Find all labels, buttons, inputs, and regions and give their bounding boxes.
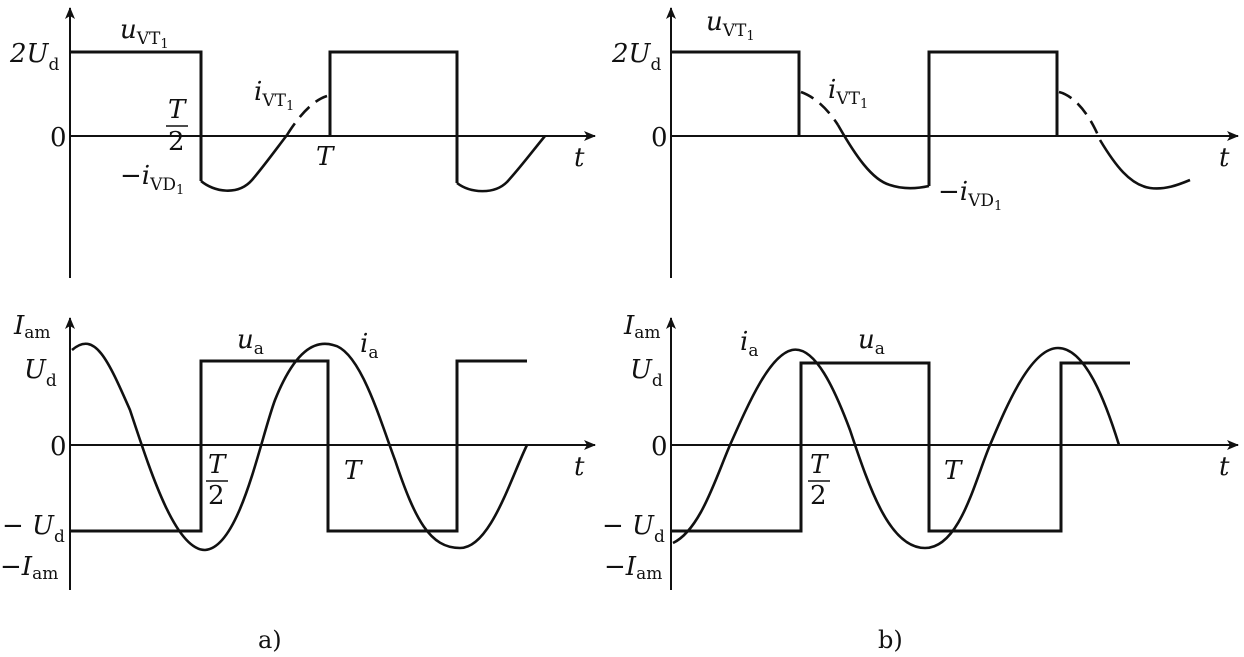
a-top-half-period-num: T [168,95,187,125]
panel-a-bottom: Iam Ud 0 − Ud −Iam t T 2 T ua ia [0,311,596,590]
a-top-period-label: T [316,142,335,172]
a-bottom-voltage-wave [70,359,527,533]
b-bottom-voltage-label: ua [858,325,885,359]
panel-a-caption: a) [258,626,282,654]
a-top-level-high-label: 2Ud [9,39,59,75]
a-bottom-period-label: T [344,456,363,486]
a-bottom-half-period-num: T [208,450,227,480]
b-bottom-current-wave [672,346,1121,550]
b-top-diode-current-1 [836,124,930,190]
panel-b-top: 2Ud 0 t uVT1 iVT1 −iVD1 [611,7,1239,278]
b-top-current-label: iVT1 [828,75,868,112]
a-bottom-peak-neg-label: −Iam [0,552,58,584]
a-bottom-peak-pos-label: Iam [13,311,51,343]
b-bottom-half-period-den: 2 [810,481,827,511]
a-top-diode-label: −iVD1 [120,161,184,198]
b-top-diode-label: −iVD1 [938,177,1002,214]
b-top-thyristor-current-2 [1058,90,1102,141]
b-bottom-half-period-num: T [810,450,829,480]
a-bottom-zero-label: 0 [50,432,67,462]
a-top-thyristor-current [285,94,328,136]
b-bottom-voltage-wave [671,361,1130,533]
a-top-zero-label: 0 [50,123,67,153]
a-bottom-voltage-label: ua [237,325,264,359]
panel-b-bottom: Iam Ud 0 − Ud −Iam t T 2 T ua ia [602,311,1239,590]
a-bottom-level-pos-label: Ud [24,355,57,391]
b-top-diode-current-2 [1098,139,1191,190]
a-top-current-label: iVT1 [254,77,294,114]
b-top-time-label: t [1219,143,1230,173]
a-bottom-current-label: ia [360,329,378,363]
a-top-half-period-den: 2 [168,127,185,157]
b-top-voltage-label: uVT1 [706,7,755,44]
b-top-voltage-segment-2 [927,50,1059,186]
a-top-diode-current-1 [200,134,289,192]
a-top-voltage-segment-1 [70,50,203,181]
b-top-zero-label: 0 [651,123,668,153]
a-bottom-half-period-den: 2 [208,481,225,511]
a-top-voltage-label: uVT1 [120,15,169,52]
panel-b-caption: b) [878,626,903,654]
b-bottom-level-pos-label: Ud [630,355,663,391]
a-bottom-level-neg-label: − Ud [2,511,65,547]
b-top-thyristor-current-1 [800,90,840,126]
b-bottom-peak-pos-label: Iam [623,311,661,343]
b-bottom-peak-neg-label: −Iam [604,552,662,584]
a-top-voltage-segment-2 [328,50,459,183]
a-bottom-time-label: t [574,452,585,482]
b-top-voltage-segment-1 [671,50,801,136]
a-top-time-label: t [574,143,585,173]
a-top-diode-current-2 [456,135,546,193]
b-bottom-level-neg-label: − Ud [602,511,665,547]
b-bottom-current-label: ia [740,327,758,361]
a-bottom-current-wave [71,342,529,552]
b-bottom-period-label: T [944,456,963,486]
b-top-level-high-label: 2Ud [611,39,661,75]
b-bottom-zero-label: 0 [651,432,668,462]
panel-a-top: 2Ud 0 t T 2 T uVT1 iVT1 −iVD1 [9,7,596,278]
b-bottom-time-label: t [1219,452,1230,482]
